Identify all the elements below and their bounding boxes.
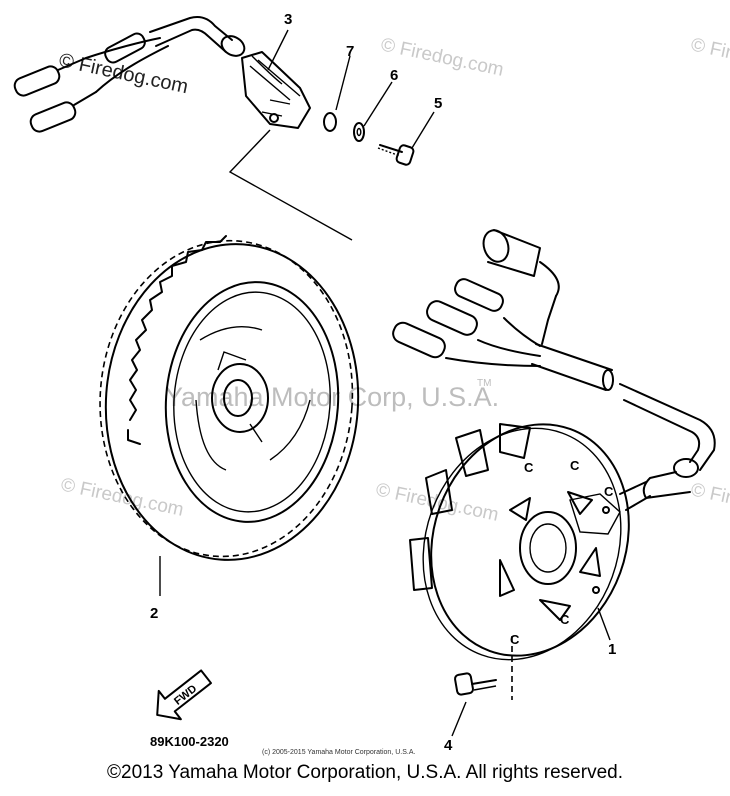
callout-4: 4: [444, 737, 453, 754]
part-5-screw: [377, 144, 415, 166]
callout-2: 2: [150, 605, 158, 622]
stator-mark-c4: C: [524, 460, 534, 475]
stator-mark-c3: C: [510, 632, 520, 647]
callout-5: 5: [434, 95, 442, 112]
stator-mark-c2: C: [604, 484, 614, 499]
part-4-screw: [451, 672, 497, 737]
watermarks: © Firedog.com © Firedog.com © Firedog.co…: [59, 34, 730, 526]
part-2-flywheel: [99, 235, 360, 596]
part-3-pulser-coil: [13, 16, 353, 241]
watermark-yamaha: Yamaha Motor Corp, U.S.A.: [165, 382, 499, 412]
stator-mark-c1: C: [570, 458, 580, 473]
stator-terminal-3: [392, 321, 446, 359]
terminal-3: [104, 32, 146, 64]
watermark-firedog-5: © Firedog.com: [689, 479, 730, 526]
callout-3: 3: [284, 11, 292, 28]
callout-1: 1: [608, 641, 616, 658]
part-1-stator: C C C C C: [409, 423, 630, 700]
stator-terminal-1: [454, 278, 504, 312]
watermark-firedog-2: © Firedog.com: [59, 474, 186, 521]
watermark-firedog-top: © Firedog.com: [57, 49, 190, 98]
callout-7: 7: [346, 43, 354, 60]
stator-wiring: [392, 229, 716, 511]
callout-6: 6: [390, 67, 398, 84]
fwd-arrow: FWD: [156, 669, 212, 721]
stator-terminal-2: [426, 300, 478, 336]
part-number: 89K100-2320: [150, 734, 229, 749]
terminal-1: [13, 57, 87, 97]
part-7-washer: [323, 112, 337, 132]
watermark-tm: TM: [477, 378, 491, 389]
part-6-lock-washer: [353, 122, 365, 142]
footer-copyright: ©2013 Yamaha Motor Corporation, U.S.A. A…: [107, 762, 623, 783]
terminal-2: [29, 91, 97, 133]
watermark-firedog-3: © Firedog.com: [374, 479, 501, 526]
watermark-firedog-4: © Firedog.com: [689, 34, 730, 81]
small-copyright: (c) 2005-2015 Yamaha Motor Corporation, …: [262, 749, 415, 756]
stator-mark-c5: C: [560, 612, 570, 627]
